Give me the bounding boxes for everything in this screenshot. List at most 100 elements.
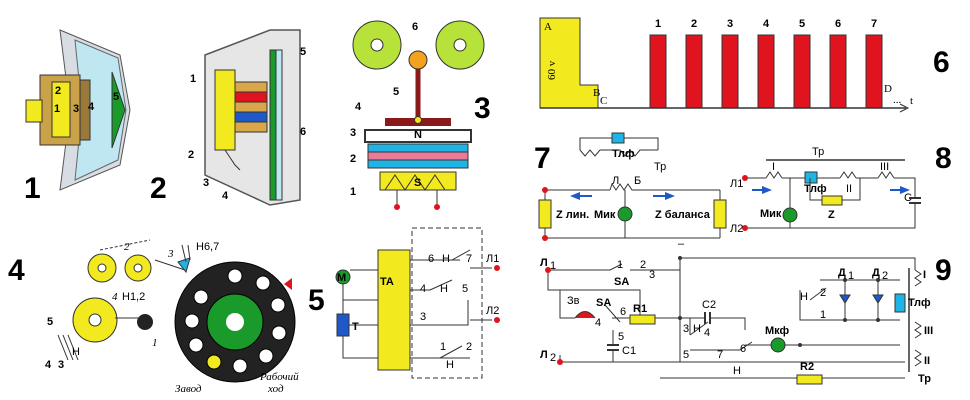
fig5-label-l1: Л1 [486, 253, 499, 265]
fig6-label-voltage: 60 v [546, 60, 558, 80]
fig9-label-h-left: Н [693, 323, 701, 335]
fig3-polarized-bell: 6 5 4 3 2 1 N S 3 [350, 20, 491, 210]
fig8-label-tlf: Тлф [804, 183, 827, 195]
fig6-label-d: D [884, 83, 892, 95]
fig8-label-tr: Тр [812, 146, 824, 158]
fig6-pulse-label-4: 4 [763, 18, 770, 30]
fig5-label-3: 3 [420, 311, 426, 323]
fig5-label-h-mid: Н [440, 283, 448, 295]
fig5-label-4: 4 [420, 283, 426, 295]
fig5-label-7: 7 [466, 253, 472, 265]
fig9-label-d1-sub: 1 [848, 270, 854, 282]
fig9-label-1: 1 [617, 259, 623, 271]
fig2-label-4: 4 [222, 190, 229, 202]
fig9-label-sa-top: SA [614, 276, 629, 288]
fig9-label-2: 2 [640, 259, 646, 271]
fig6-pulse-label-2: 2 [691, 18, 697, 30]
fig8-label-iii: III [880, 161, 889, 173]
fig4-label-4-center: 4 [112, 291, 118, 303]
fig8-label-c: С [904, 192, 912, 204]
fig9-label-l2: Л [540, 349, 548, 361]
fig4-label-h67: Н6,7 [196, 241, 219, 253]
fig3-label-2: 2 [350, 153, 356, 165]
fig9-label-5: 5 [618, 331, 624, 343]
fig9-label-h-right: Н [800, 291, 808, 303]
panel-number-3: 3 [474, 92, 491, 125]
fig9-label-5b: 5 [683, 349, 689, 361]
fig1-label-1: 1 [54, 103, 60, 115]
fig2-label-3: 3 [203, 177, 209, 189]
fig3-label-1: 1 [350, 186, 356, 198]
fig8-label-mik: Мик [760, 208, 782, 220]
fig7-label-l: Л [612, 175, 619, 187]
fig4-label-h: Н [72, 346, 80, 358]
fig3-label-n: N [414, 129, 422, 141]
fig9-label-4: 4 [595, 317, 601, 329]
fig4-label-rabochiy: Рабочий [259, 371, 299, 383]
fig3-label-4: 4 [355, 101, 362, 113]
fig8-label-l2: Л2 [730, 223, 743, 235]
fig9-label-d2-sub: 2 [882, 270, 888, 282]
panel-number-9: 9 [935, 254, 952, 287]
fig9-label-l1-sub: 1 [550, 260, 556, 272]
fig6-label-b: B [593, 87, 600, 99]
panel-number-4: 4 [8, 254, 25, 287]
fig9-label-l2-sub: 2 [550, 352, 556, 364]
fig4-label-1: 1 [152, 337, 158, 349]
fig4-dial: 2 3 Н6,7 4 Н1,2 5 1 Н 4 3 Завод Рабочий … [8, 239, 299, 395]
panel-number-7: 7 [534, 142, 551, 175]
fig5-label-l2: Л2 [486, 305, 499, 317]
fig9-label-sa-bottom: SA [596, 297, 611, 309]
fig9-label-tr: Тр [918, 373, 931, 385]
fig9-label-r1: R1 [633, 303, 647, 315]
fig4-label-3: 3 [167, 248, 174, 260]
fig9-label-6: 6 [620, 306, 626, 318]
fig7-circuit: Тлф Тр Л Б Z лин. Мик Z баланса – 7 [534, 132, 727, 250]
fig9-label-c1: C1 [622, 345, 636, 357]
panel-number-8: 8 [935, 142, 952, 175]
fig9-label-7: 7 [717, 349, 723, 361]
fig9-label-2b: 2 [820, 287, 826, 299]
fig6-pulse-label-1: 1 [655, 18, 661, 30]
fig9-label-4b: 4 [704, 327, 710, 339]
fig5-label-6: 6 [428, 253, 434, 265]
fig9-label-ii: II [924, 355, 930, 367]
fig9-label-l1: Л [540, 257, 548, 269]
fig5-label-t: Т [352, 321, 359, 333]
panel-number-5: 5 [308, 284, 325, 317]
fig3-label-5: 5 [393, 86, 399, 98]
fig5-circuit: М TA Т 6 Н 7 4 Н 5 3 1 2 Н Л1 Л2 5 [308, 227, 500, 379]
fig5-label-5: 5 [462, 283, 468, 295]
fig9-label-mkf: Мкф [765, 325, 790, 337]
fig1-speaker: 2 1 3 4 5 1 [24, 29, 131, 205]
fig4-label-3-bottom: 3 [58, 359, 64, 371]
fig3-label-6: 6 [412, 21, 418, 33]
fig7-label-tlf: Тлф [612, 148, 635, 160]
fig6-pulse-label-5: 5 [799, 18, 805, 30]
fig6-label-t: t [910, 95, 913, 107]
fig4-label-2: 2 [124, 241, 130, 253]
fig9-label-d2: Д [872, 267, 880, 279]
fig7-label-zlin: Z лин. [556, 209, 589, 221]
fig9-label-c2: C2 [702, 299, 716, 311]
fig9-label-6b: 6 [740, 343, 746, 355]
fig7-label-dash: – [678, 238, 685, 250]
fig8-label-l1: Л1 [730, 178, 743, 190]
fig9-label-3b: 3 [683, 323, 689, 335]
fig9-label-3: 3 [649, 269, 655, 281]
fig9-label-i: I [923, 269, 926, 281]
fig1-label-4: 4 [88, 101, 95, 113]
fig2-label-1: 1 [190, 73, 196, 85]
fig5-label-m: М [337, 272, 346, 284]
fig5-label-h-bottom: Н [446, 359, 454, 371]
fig5-label-1: 1 [440, 341, 446, 353]
fig5-label-ta: TA [380, 276, 394, 288]
fig8-circuit: Тр Л1 I Тлф II III Z Мик С Л2 8 [730, 142, 952, 235]
fig9-label-h-bottom: Н [733, 365, 741, 377]
fig4-label-4-bottom: 4 [45, 359, 52, 371]
fig6-label-a: A [544, 21, 552, 33]
fig8-label-z: Z [828, 209, 835, 221]
panel-number-6: 6 [933, 46, 950, 79]
